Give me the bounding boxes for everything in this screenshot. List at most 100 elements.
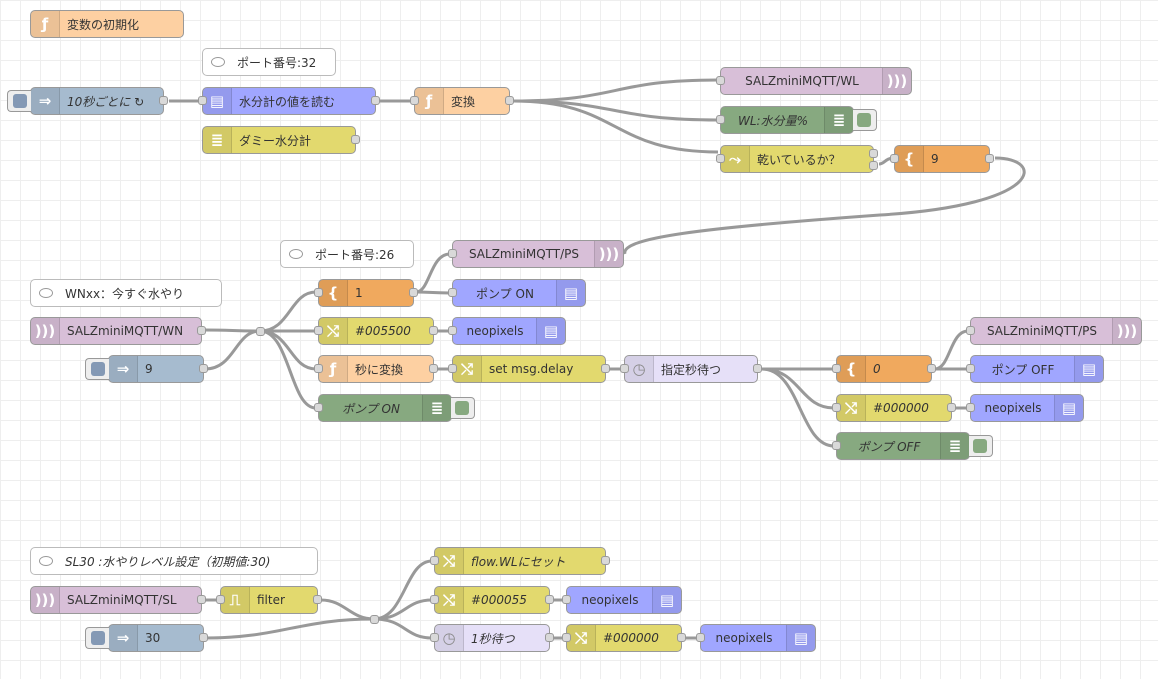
rpi-gpio-in-node[interactable]: ▤ 水分計の値を読む — [198, 87, 380, 115]
change-node[interactable]: ⤭ #000000 — [832, 394, 956, 422]
debug-node[interactable]: WL:水分量% ≣ — [716, 106, 877, 134]
template-node[interactable]: { 1 — [314, 279, 418, 307]
junction[interactable] — [256, 327, 265, 336]
output-port[interactable] — [601, 556, 610, 565]
output-port[interactable] — [351, 135, 360, 144]
output-port[interactable] — [197, 595, 206, 604]
output-port[interactable] — [313, 595, 322, 604]
input-port[interactable] — [448, 364, 457, 373]
output-port[interactable] — [199, 633, 208, 642]
debug-toggle-button[interactable] — [853, 109, 877, 131]
comment-icon — [39, 288, 53, 298]
input-port[interactable] — [448, 288, 457, 297]
input-port[interactable] — [448, 326, 457, 335]
input-port[interactable] — [430, 556, 439, 565]
output-port[interactable] — [927, 364, 936, 373]
debug-toggle-button[interactable] — [451, 397, 475, 419]
change-node[interactable]: ⤭ set msg.delay — [448, 355, 610, 383]
output-port[interactable] — [159, 96, 168, 105]
output-port[interactable] — [985, 154, 994, 163]
switch-node[interactable]: ⤳ 乾いているか？ — [716, 145, 878, 173]
output-port[interactable] — [869, 149, 878, 158]
change-node[interactable]: ⤭ #005500 — [314, 317, 438, 345]
output-port[interactable] — [677, 633, 686, 642]
inject-node[interactable]: ⇒ 9 — [85, 355, 208, 383]
template-node[interactable]: { 0 — [832, 355, 936, 383]
list-icon: ≣ — [203, 127, 232, 153]
change-node[interactable]: ⤭ flow.WLにセット — [430, 547, 610, 575]
input-port[interactable] — [890, 154, 899, 163]
inject-node[interactable]: ⇒ 10秒ごとに ↻ — [7, 87, 168, 115]
output-port[interactable] — [429, 364, 438, 373]
input-port[interactable] — [620, 364, 629, 373]
change-node[interactable]: ⤭ #000000 — [562, 624, 686, 652]
output-port[interactable] — [505, 96, 514, 105]
debug-node[interactable]: ポンプ ON ≣ — [314, 394, 475, 422]
input-port[interactable] — [716, 154, 725, 163]
output-port[interactable] — [199, 364, 208, 373]
output-port[interactable] — [429, 326, 438, 335]
function-node[interactable]: ƒ 秒に変換 — [314, 355, 438, 383]
neopixels-node[interactable]: neopixels ▤ — [966, 394, 1084, 422]
output-port[interactable] — [409, 288, 418, 297]
input-port[interactable] — [314, 288, 323, 297]
input-port[interactable] — [562, 595, 571, 604]
mqtt-out-node[interactable]: SALZminiMQTT/PS ))) — [448, 240, 624, 268]
input-port[interactable] — [832, 403, 841, 412]
rpi-gpio-out-node[interactable]: ポンプ OFF ▤ — [966, 355, 1104, 383]
mqtt-out-node[interactable]: SALZminiMQTT/PS ))) — [966, 317, 1142, 345]
output-port[interactable] — [545, 633, 554, 642]
input-port[interactable] — [448, 249, 457, 258]
inject-trigger-button[interactable] — [85, 358, 109, 380]
comment-node[interactable]: ポート番号:26 — [280, 240, 414, 268]
output-port[interactable] — [197, 326, 206, 335]
convert-function-node[interactable]: ƒ 変換 — [410, 87, 514, 115]
input-port[interactable] — [716, 76, 725, 85]
neopixels-node[interactable]: neopixels ▤ — [696, 624, 816, 652]
mqtt-in-node[interactable]: ))) SALZminiMQTT/SL — [30, 586, 206, 614]
inject-trigger-button[interactable] — [7, 90, 31, 112]
input-port[interactable] — [966, 403, 975, 412]
debug-node[interactable]: ポンプ OFF ≣ — [832, 432, 993, 460]
output-port[interactable] — [947, 403, 956, 412]
debug-toggle-button[interactable] — [969, 435, 993, 457]
comment-node[interactable]: SL30 :水やりレベル設定（初期値:30) — [30, 547, 318, 575]
input-port[interactable] — [966, 364, 975, 373]
output-port[interactable] — [371, 96, 380, 105]
neopixels-node[interactable]: neopixels ▤ — [448, 317, 566, 345]
input-port[interactable] — [314, 403, 323, 412]
input-port[interactable] — [696, 633, 705, 642]
junction[interactable] — [370, 615, 379, 624]
delay-node[interactable]: ◷ 指定秒待つ — [620, 355, 762, 383]
input-port[interactable] — [832, 364, 841, 373]
input-port[interactable] — [430, 633, 439, 642]
input-port[interactable] — [314, 326, 323, 335]
input-port[interactable] — [314, 364, 323, 373]
dummy-meter-node[interactable]: ≣ ダミー水分計 — [202, 126, 360, 154]
rpi-gpio-out-node[interactable]: ポンプ ON ▤ — [448, 279, 586, 307]
template-node[interactable]: { 9 — [890, 145, 994, 173]
neopixels-node[interactable]: neopixels ▤ — [562, 586, 682, 614]
input-port[interactable] — [216, 595, 225, 604]
input-port[interactable] — [562, 633, 571, 642]
input-port[interactable] — [198, 96, 207, 105]
mqtt-in-node[interactable]: ))) SALZminiMQTT/WN — [30, 317, 206, 345]
comment-node[interactable]: WNxx：今すぐ水やり — [30, 279, 222, 307]
input-port[interactable] — [716, 115, 725, 124]
input-port[interactable] — [410, 96, 419, 105]
output-port[interactable] — [545, 595, 554, 604]
mqtt-out-node[interactable]: SALZminiMQTT/WL ))) — [716, 67, 912, 95]
inject-node[interactable]: ⇒ 30 — [85, 624, 208, 652]
init-function-node[interactable]: ƒ 変数の初期化 — [30, 10, 184, 38]
input-port[interactable] — [832, 441, 841, 450]
comment-node[interactable]: ポート番号:32 — [202, 48, 336, 76]
input-port[interactable] — [430, 595, 439, 604]
output-port[interactable] — [753, 364, 762, 373]
delay-node[interactable]: ◷ 1秒待つ — [430, 624, 554, 652]
output-port[interactable] — [869, 161, 878, 170]
filter-node[interactable]: ⎍ filter — [216, 586, 322, 614]
inject-trigger-button[interactable] — [85, 627, 109, 649]
input-port[interactable] — [966, 326, 975, 335]
output-port[interactable] — [601, 364, 610, 373]
change-node[interactable]: ⤭ #000055 — [430, 586, 554, 614]
